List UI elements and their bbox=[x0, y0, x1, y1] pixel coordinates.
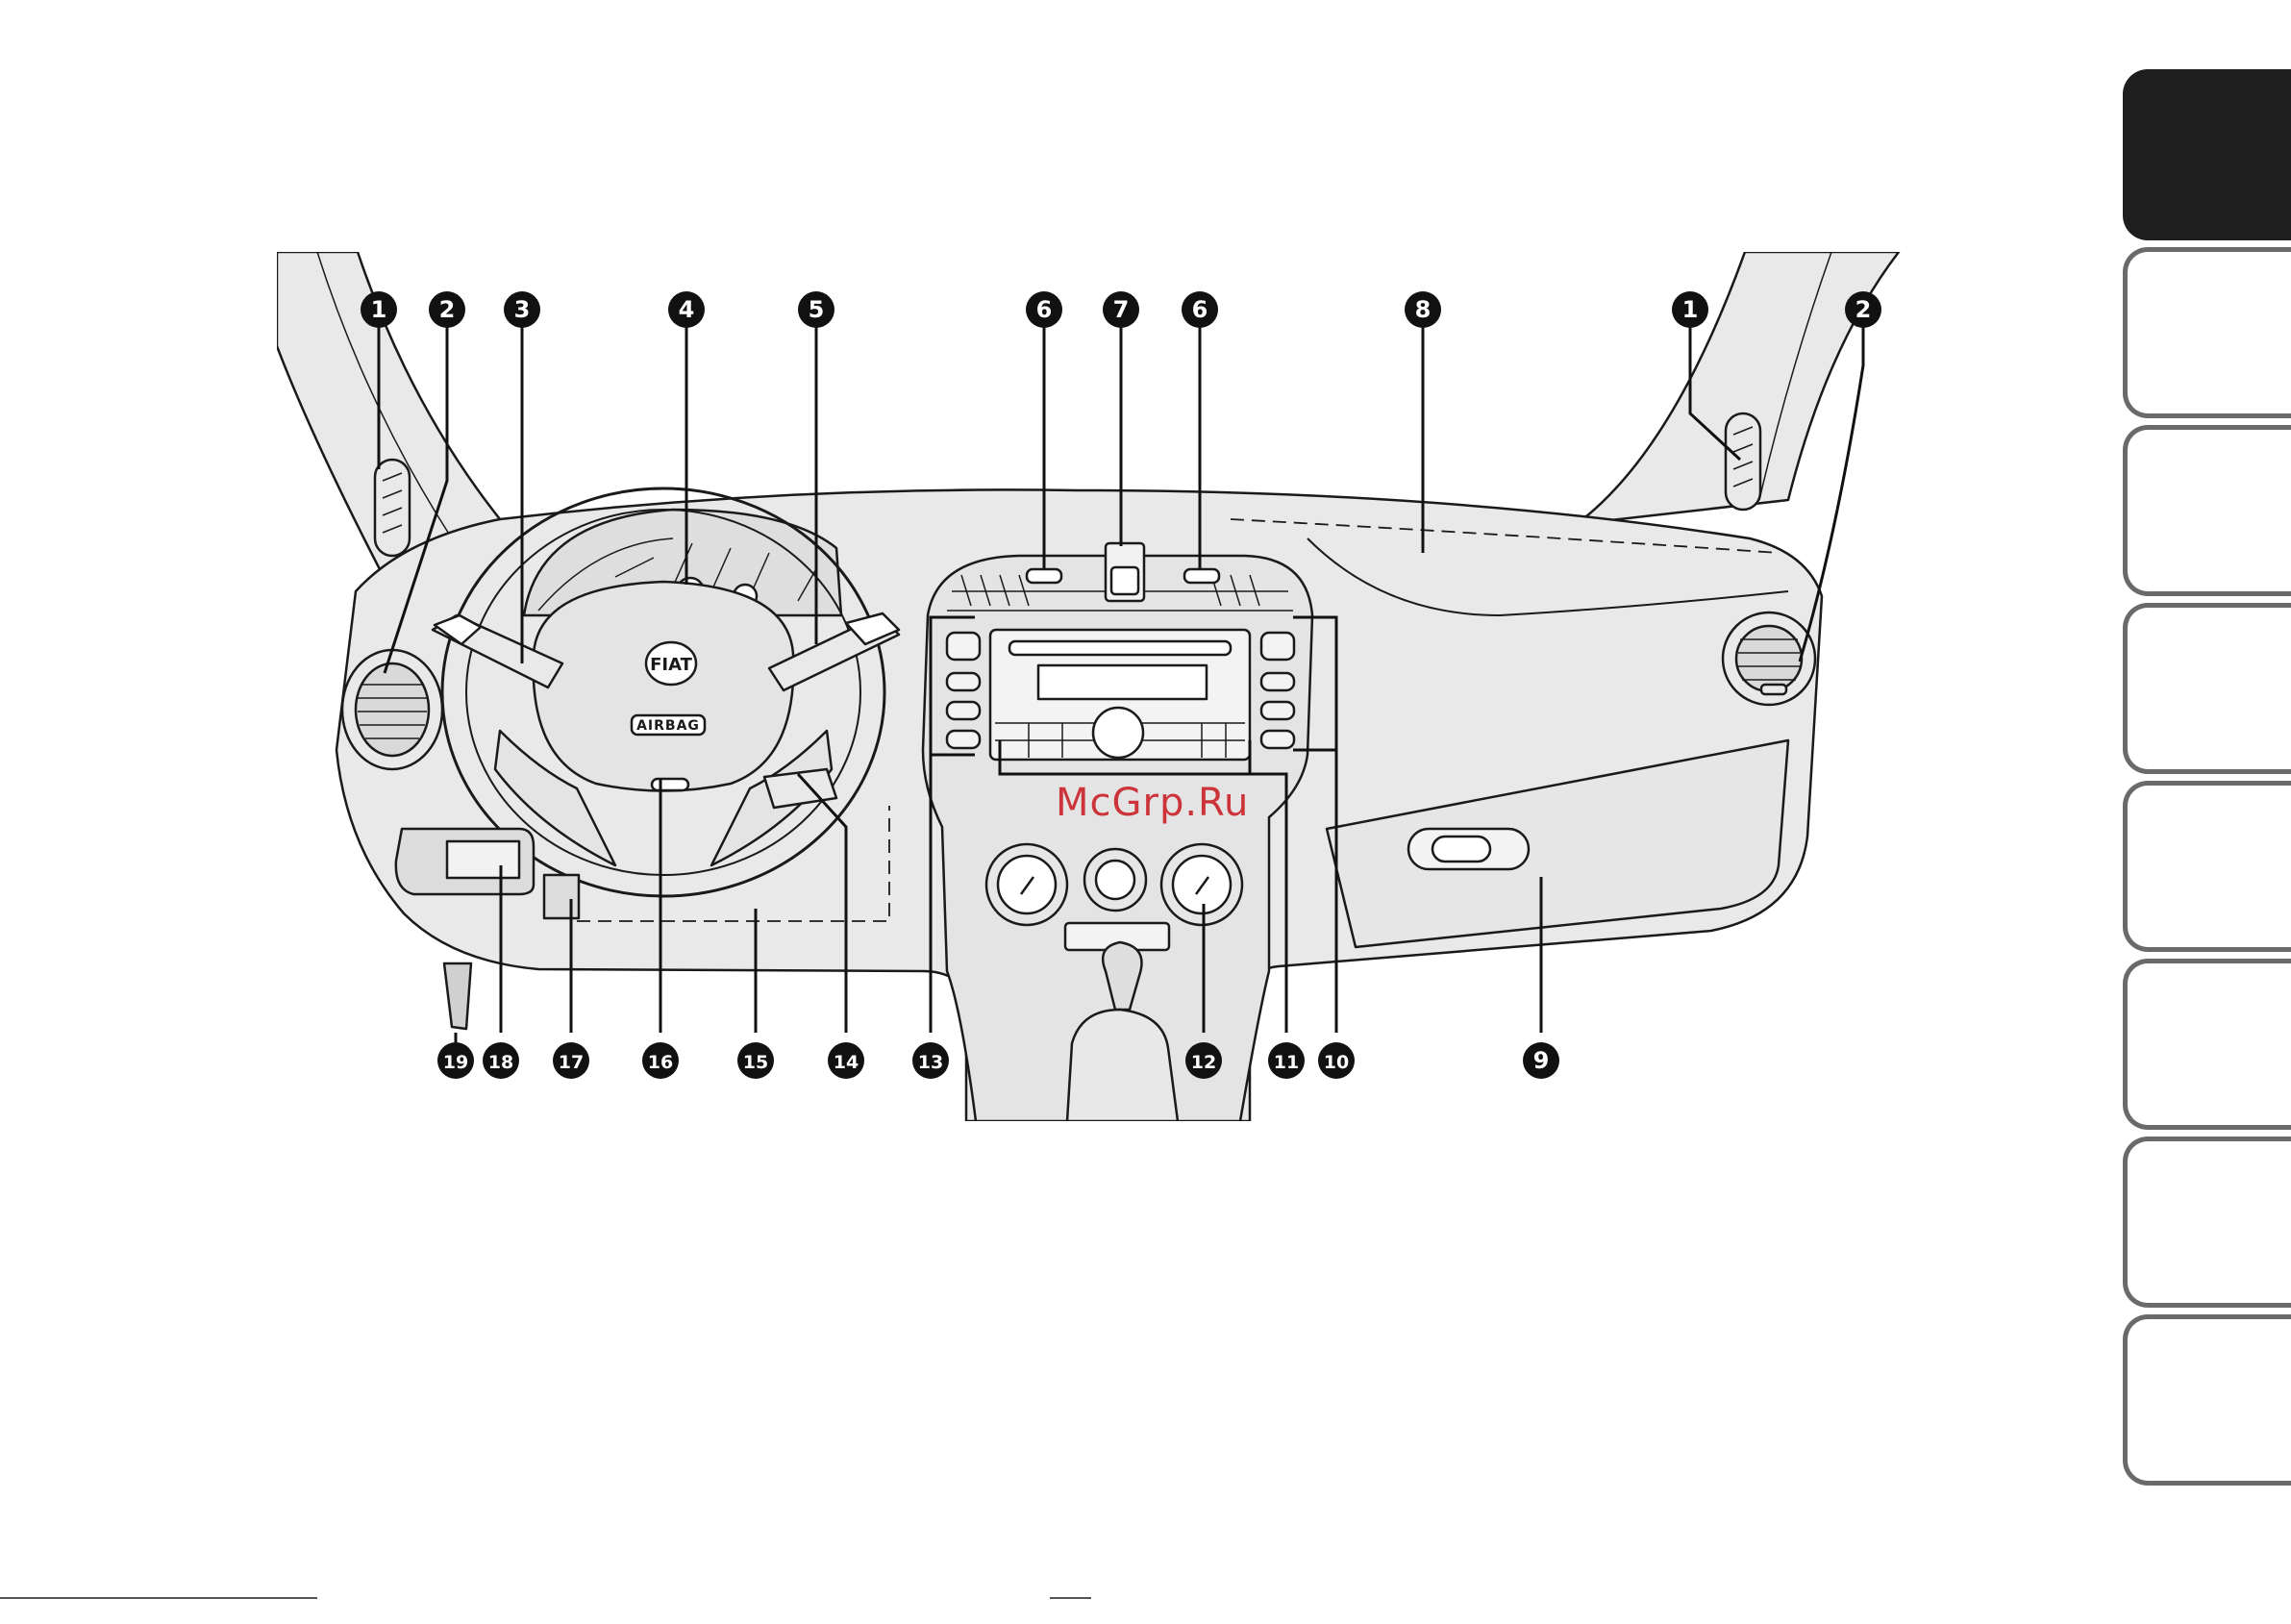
callout-number: 4 bbox=[679, 296, 695, 323]
dashboard-drawing bbox=[277, 252, 1899, 1121]
callout-number: 2 bbox=[1855, 296, 1872, 323]
callout-badge: 12 bbox=[1185, 1042, 1222, 1079]
callout-number: 14 bbox=[834, 1052, 859, 1073]
callout-number: 9 bbox=[1533, 1047, 1550, 1074]
right-console-switches bbox=[1261, 633, 1294, 748]
callout-badge: 5 bbox=[798, 291, 834, 328]
chapter-tab[interactable] bbox=[2123, 1314, 2291, 1486]
callout-badge: 3 bbox=[504, 291, 540, 328]
callout-number: 16 bbox=[648, 1052, 673, 1073]
glovebox-handle-inner bbox=[1432, 837, 1490, 862]
airbag-label: AIRBAG bbox=[636, 718, 700, 734]
callout-number: 15 bbox=[743, 1052, 768, 1073]
callout-badge: 1 bbox=[1672, 291, 1708, 328]
callout-number: 5 bbox=[809, 296, 825, 323]
callout-number: 6 bbox=[1036, 296, 1053, 323]
chapter-tab[interactable] bbox=[2123, 425, 2291, 596]
callout-number: 12 bbox=[1191, 1052, 1216, 1073]
callout-badge: 8 bbox=[1405, 291, 1441, 328]
callout-number: 17 bbox=[559, 1052, 584, 1073]
callout-badge: 4 bbox=[668, 291, 705, 328]
callout-number: 7 bbox=[1113, 296, 1130, 323]
callout-number: 1 bbox=[371, 296, 387, 323]
callout-number: 8 bbox=[1415, 296, 1432, 323]
callout-badge: 2 bbox=[429, 291, 465, 328]
callout-number: 13 bbox=[918, 1052, 943, 1073]
callout-number: 18 bbox=[488, 1052, 513, 1073]
callout-badge: 14 bbox=[828, 1042, 864, 1079]
chapter-tab[interactable] bbox=[2123, 1137, 2291, 1308]
callout-number: 10 bbox=[1324, 1052, 1349, 1073]
callout-badge: 1 bbox=[361, 291, 397, 328]
callout-badge: 2 bbox=[1845, 291, 1881, 328]
callout-badge: 6 bbox=[1026, 291, 1062, 328]
callout-badge: 9 bbox=[1523, 1042, 1559, 1079]
callout-badge: 6 bbox=[1182, 291, 1218, 328]
radio-cd-slot bbox=[1009, 641, 1231, 655]
callout-number: 3 bbox=[514, 296, 531, 323]
hazard-switch bbox=[1111, 567, 1138, 594]
left-round-vent bbox=[342, 650, 442, 769]
top-callout-row: 1 2 3 4 5 6 7 6 8 1 2 bbox=[361, 291, 1881, 328]
center-vent-left-tab bbox=[1027, 569, 1061, 583]
left-slot-vent bbox=[375, 460, 410, 556]
chapter-tab[interactable] bbox=[2123, 959, 2291, 1130]
callout-badge: 16 bbox=[642, 1042, 679, 1079]
callout-badge: 10 bbox=[1318, 1042, 1355, 1079]
callout-number: 6 bbox=[1192, 296, 1208, 323]
callout-badge: 17 bbox=[553, 1042, 589, 1079]
radio-display bbox=[1038, 665, 1207, 699]
steering-column-base bbox=[544, 875, 579, 918]
callout-badge: 15 bbox=[737, 1042, 774, 1079]
callout-badge: 13 bbox=[912, 1042, 949, 1079]
steering-hub bbox=[534, 582, 794, 791]
callout-number: 2 bbox=[439, 296, 456, 323]
chapter-tab[interactable] bbox=[2123, 69, 2291, 240]
chapter-tab[interactable] bbox=[2123, 247, 2291, 418]
callout-badge: 7 bbox=[1103, 291, 1139, 328]
callout-badge: 11 bbox=[1268, 1042, 1305, 1079]
fiat-logo-text: FIAT bbox=[650, 655, 693, 675]
left-console-switches bbox=[947, 633, 980, 748]
callout-number: 11 bbox=[1274, 1052, 1299, 1073]
callout-number: 19 bbox=[443, 1052, 468, 1073]
right-slot-vent bbox=[1726, 413, 1760, 510]
light-switch bbox=[447, 841, 519, 878]
center-vent-right-tab bbox=[1184, 569, 1219, 583]
callout-number: 1 bbox=[1682, 296, 1699, 323]
chapter-tab[interactable] bbox=[2123, 603, 2291, 774]
callout-badge: 19 bbox=[437, 1042, 474, 1079]
horn-slot bbox=[652, 779, 688, 790]
radio-knob bbox=[1093, 708, 1143, 758]
bonnet-release bbox=[444, 963, 471, 1029]
callout-badge: 18 bbox=[483, 1042, 519, 1079]
chapter-tab[interactable] bbox=[2123, 781, 2291, 952]
watermark: McGrp.Ru bbox=[1056, 781, 1249, 825]
